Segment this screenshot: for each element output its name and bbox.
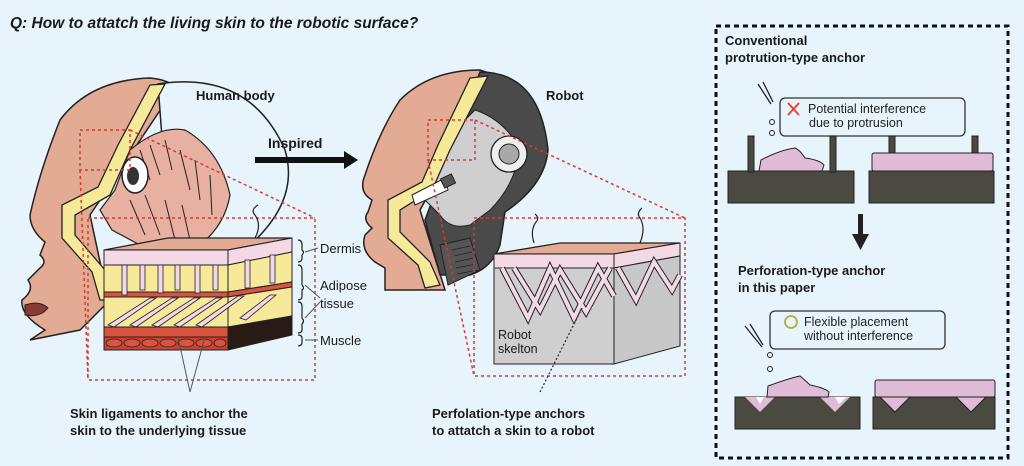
bubble2-line2: without interference [804,329,914,343]
human-caption: Skin ligaments to anchor the skin to the… [70,405,248,439]
bubble2-line1: Flexible placement [804,315,909,329]
human-lips [24,302,49,317]
adipose-label-line1: Adipose [320,278,367,293]
inspired-arrow [255,151,358,169]
perforation-heading: Perforation-type anchor in this paper [738,262,885,296]
skin-ligaments [107,254,278,328]
muscle-fibers [129,139,213,241]
thought-lines-2 [744,323,764,348]
robot-caption-line1: Perfolation-type anchors [432,406,586,421]
robot-fat-strip [387,75,490,289]
inspired-label: Inspired [268,135,323,151]
human-zoom-lines [79,129,316,381]
conventional-heading: Conventional protrution-type anchor [725,32,865,66]
flexible-bubble-text: Flexible placement without interference [804,315,913,343]
adipose-label-line2: tissue [320,296,354,311]
down-arrow [858,214,863,236]
robot-head [361,69,686,377]
perforation-heading-line2: in this paper [738,280,816,295]
robot-head-light [419,109,521,227]
conventional-heading-line1: Conventional [725,33,808,48]
perforation-heading-line1: Perforation-type anchor [738,263,886,278]
interference-bubble-text: Potential interference due to protrusion [808,102,926,130]
human-body-label: Human body [196,88,275,103]
robot-skeleton-label: Robot skelton [498,328,538,356]
robot-caption: Perfolation-type anchors to attatch a sk… [432,405,595,439]
circle-mark-icon [784,315,798,329]
robot-label: Robot [546,88,584,103]
layer-brackets [297,239,305,347]
bubble1-line1: Potential interference [808,102,927,116]
label-leaders [177,247,321,393]
robot-skeleton-line1: Robot [498,328,532,342]
muscle-label: Muscle [320,333,362,348]
comparison-panel [714,24,1010,460]
robot-caption-line2: to attatch a skin to a robot [432,423,595,438]
cross-mark-icon [787,102,800,116]
robot-zoom-lines [427,119,686,377]
dermis-label: Dermis [320,241,362,256]
human-caption-line1: Skin ligaments to anchor the [70,406,248,421]
robot-skin-block [493,207,683,393]
thought-lines-1 [757,81,774,105]
page-title: Q: How to attatch the living skin to the… [10,15,419,32]
robot-skeleton-line2: skelton [498,342,538,356]
human-caption-line2: skin to the underlying tissue [70,423,247,438]
human-skin-block [103,204,321,393]
bubble1-line2: due to protrusion [809,116,903,130]
conventional-heading-line2: protrution-type anchor [725,50,866,65]
human-head-skin [21,77,176,341]
